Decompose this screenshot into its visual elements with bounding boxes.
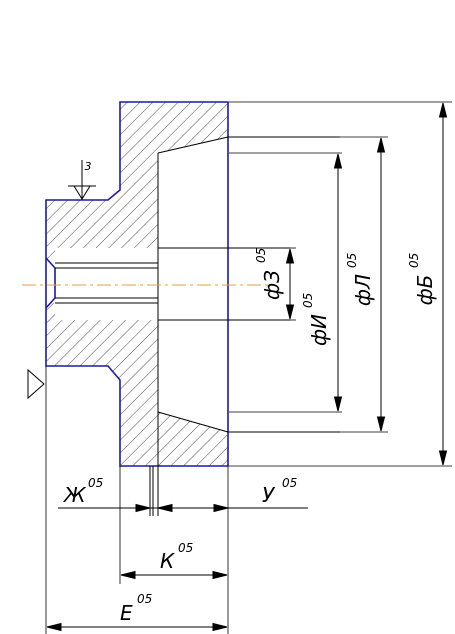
phi-i-symbol: ф	[307, 329, 331, 346]
outer-contour	[45, 101, 228, 467]
phi-l-index: 05	[345, 253, 359, 268]
dimension-lines	[46, 102, 448, 632]
extension-lines	[45, 101, 452, 634]
svg-text:фЗ: фЗ	[260, 270, 284, 300]
phi-z-letter: З	[260, 270, 284, 283]
svg-text:фБ: фБ	[413, 275, 437, 306]
phi-i-index: 05	[301, 293, 315, 308]
label-k: К 05	[160, 541, 193, 573]
clamp-symbol-icon	[68, 160, 96, 200]
zh-letter: Ж	[62, 483, 87, 507]
phi-z-index: 05	[254, 248, 268, 263]
svg-text:фИ: фИ	[307, 314, 331, 346]
label-e: Е 05	[120, 592, 152, 625]
e-index: 05	[137, 592, 152, 606]
zh-index: 05	[88, 476, 103, 490]
phi-l-symbol: ф	[351, 289, 375, 306]
datum-number: 3	[85, 160, 92, 173]
inner-contours	[55, 136, 340, 516]
phi-b-index: 05	[407, 253, 421, 268]
label-zh: Ж 05	[62, 476, 103, 507]
u-index: 05	[282, 476, 297, 490]
label-phi-l: фЛ 05	[345, 253, 375, 306]
datum-triangle-icon	[27, 368, 45, 400]
phi-l-letter: Л	[351, 274, 375, 290]
phi-b-letter: Б	[413, 275, 437, 289]
u-letter: У	[262, 483, 276, 507]
hatch-upper-wall	[46, 102, 228, 263]
label-u: У 05	[262, 476, 297, 507]
label-phi-i: фИ 05	[301, 293, 331, 346]
left-bore-contour	[45, 257, 56, 309]
hatch-lower-wall	[46, 303, 228, 466]
label-phi-b: фБ 05	[407, 253, 437, 306]
phi-i-letter: И	[307, 314, 331, 329]
part-outline	[45, 101, 229, 467]
phi-z-symbol: ф	[260, 283, 284, 300]
k-letter: К	[160, 549, 175, 573]
svg-text:фЛ: фЛ	[351, 274, 375, 306]
hatched-section	[46, 102, 228, 466]
k-index: 05	[178, 541, 193, 555]
label-phi-z: фЗ 05	[254, 248, 284, 300]
phi-b-symbol: ф	[413, 288, 437, 305]
e-letter: Е	[120, 601, 133, 625]
